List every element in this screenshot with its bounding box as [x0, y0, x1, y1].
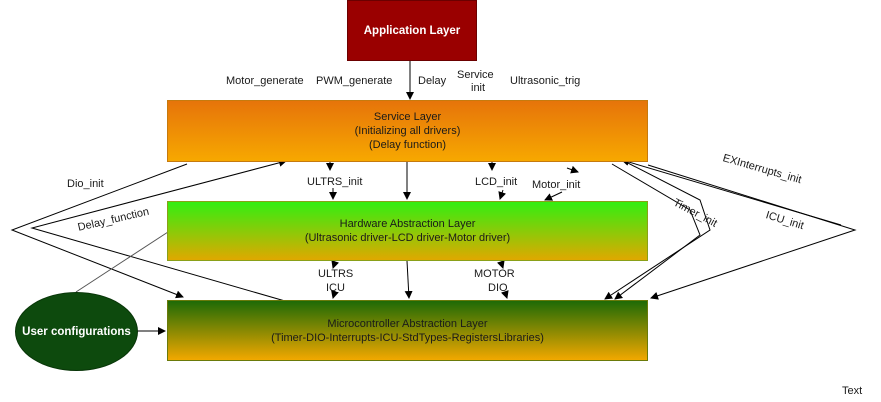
- user-configurations-ellipse: User configurations: [15, 292, 138, 371]
- service-layer-desc-1: (Initializing all drivers): [354, 125, 461, 137]
- label-motor-generate: Motor_generate: [226, 75, 304, 87]
- label-dio: DIO: [488, 282, 508, 294]
- text-placeholder-label: Text: [842, 385, 863, 397]
- label-service: Service: [457, 69, 494, 81]
- motor-init-arrow-top: [566, 165, 579, 174]
- service-layer-desc-2: (Delay function): [368, 139, 447, 151]
- delay-function-connector: [30, 158, 287, 302]
- hardware-abstraction-layer-box: Hardware Abstraction Layer (Ultrasonic d…: [167, 201, 648, 261]
- dio-init-connector: [10, 163, 188, 299]
- hal-title: Hardware Abstraction Layer: [339, 218, 476, 230]
- application-layer-title: Application Layer: [363, 24, 461, 37]
- service-layer-box: Service Layer (Initializing all drivers)…: [167, 100, 648, 162]
- mcal-title: Microcontroller Abstraction Layer: [327, 317, 488, 330]
- label-init: init: [471, 82, 486, 94]
- label-motor-init: Motor_init: [532, 179, 581, 191]
- label-icu: ICU: [326, 282, 345, 294]
- hal-to-mcal-arrow-ultrs: [331, 260, 340, 269]
- service-to-hal-arrow-lcd-low: [498, 189, 507, 200]
- hal-to-mcal-arrow-icu: [331, 290, 339, 299]
- timer-init-connector: [611, 163, 701, 300]
- icu-init-connector: [604, 161, 711, 300]
- label-motor: MOTOR: [474, 268, 515, 280]
- label-delay: Delay: [418, 75, 447, 87]
- motor-init-arrow: [544, 191, 563, 201]
- label-ultrs: ULTRS: [318, 268, 354, 280]
- user-configurations-label: User configurations: [22, 325, 131, 338]
- microcontroller-abstraction-layer-box: Microcontroller Abstraction Layer (Timer…: [167, 300, 648, 361]
- label-ultrs-init: ULTRS_init: [307, 176, 363, 188]
- application-layer-box: Application Layer: [347, 0, 477, 61]
- mcal-desc: (Timer-DIO-Interrupts-ICU-StdTypes-Regis…: [271, 331, 544, 344]
- label-lcd-init: LCD_init: [475, 176, 518, 188]
- user-to-hal-line: [75, 231, 169, 293]
- label-ultrasonic-trig: Ultrasonic_trig: [510, 75, 581, 87]
- icu-return-connector: [621, 158, 842, 226]
- hal-to-mcal-arrow-center: [404, 260, 413, 299]
- label-dio-init: Dio_init: [67, 178, 104, 190]
- label-pwm-generate: PWM_generate: [316, 75, 393, 87]
- service-layer-title: Service Layer: [373, 111, 442, 123]
- hal-desc: (Ultrasonic driver-LCD driver-Motor driv…: [304, 232, 511, 244]
- exinterrupts-init-connector: [647, 164, 857, 300]
- hal-to-mcal-arrow-dio: [500, 290, 509, 299]
- hal-to-mcal-arrow-motor: [496, 260, 505, 269]
